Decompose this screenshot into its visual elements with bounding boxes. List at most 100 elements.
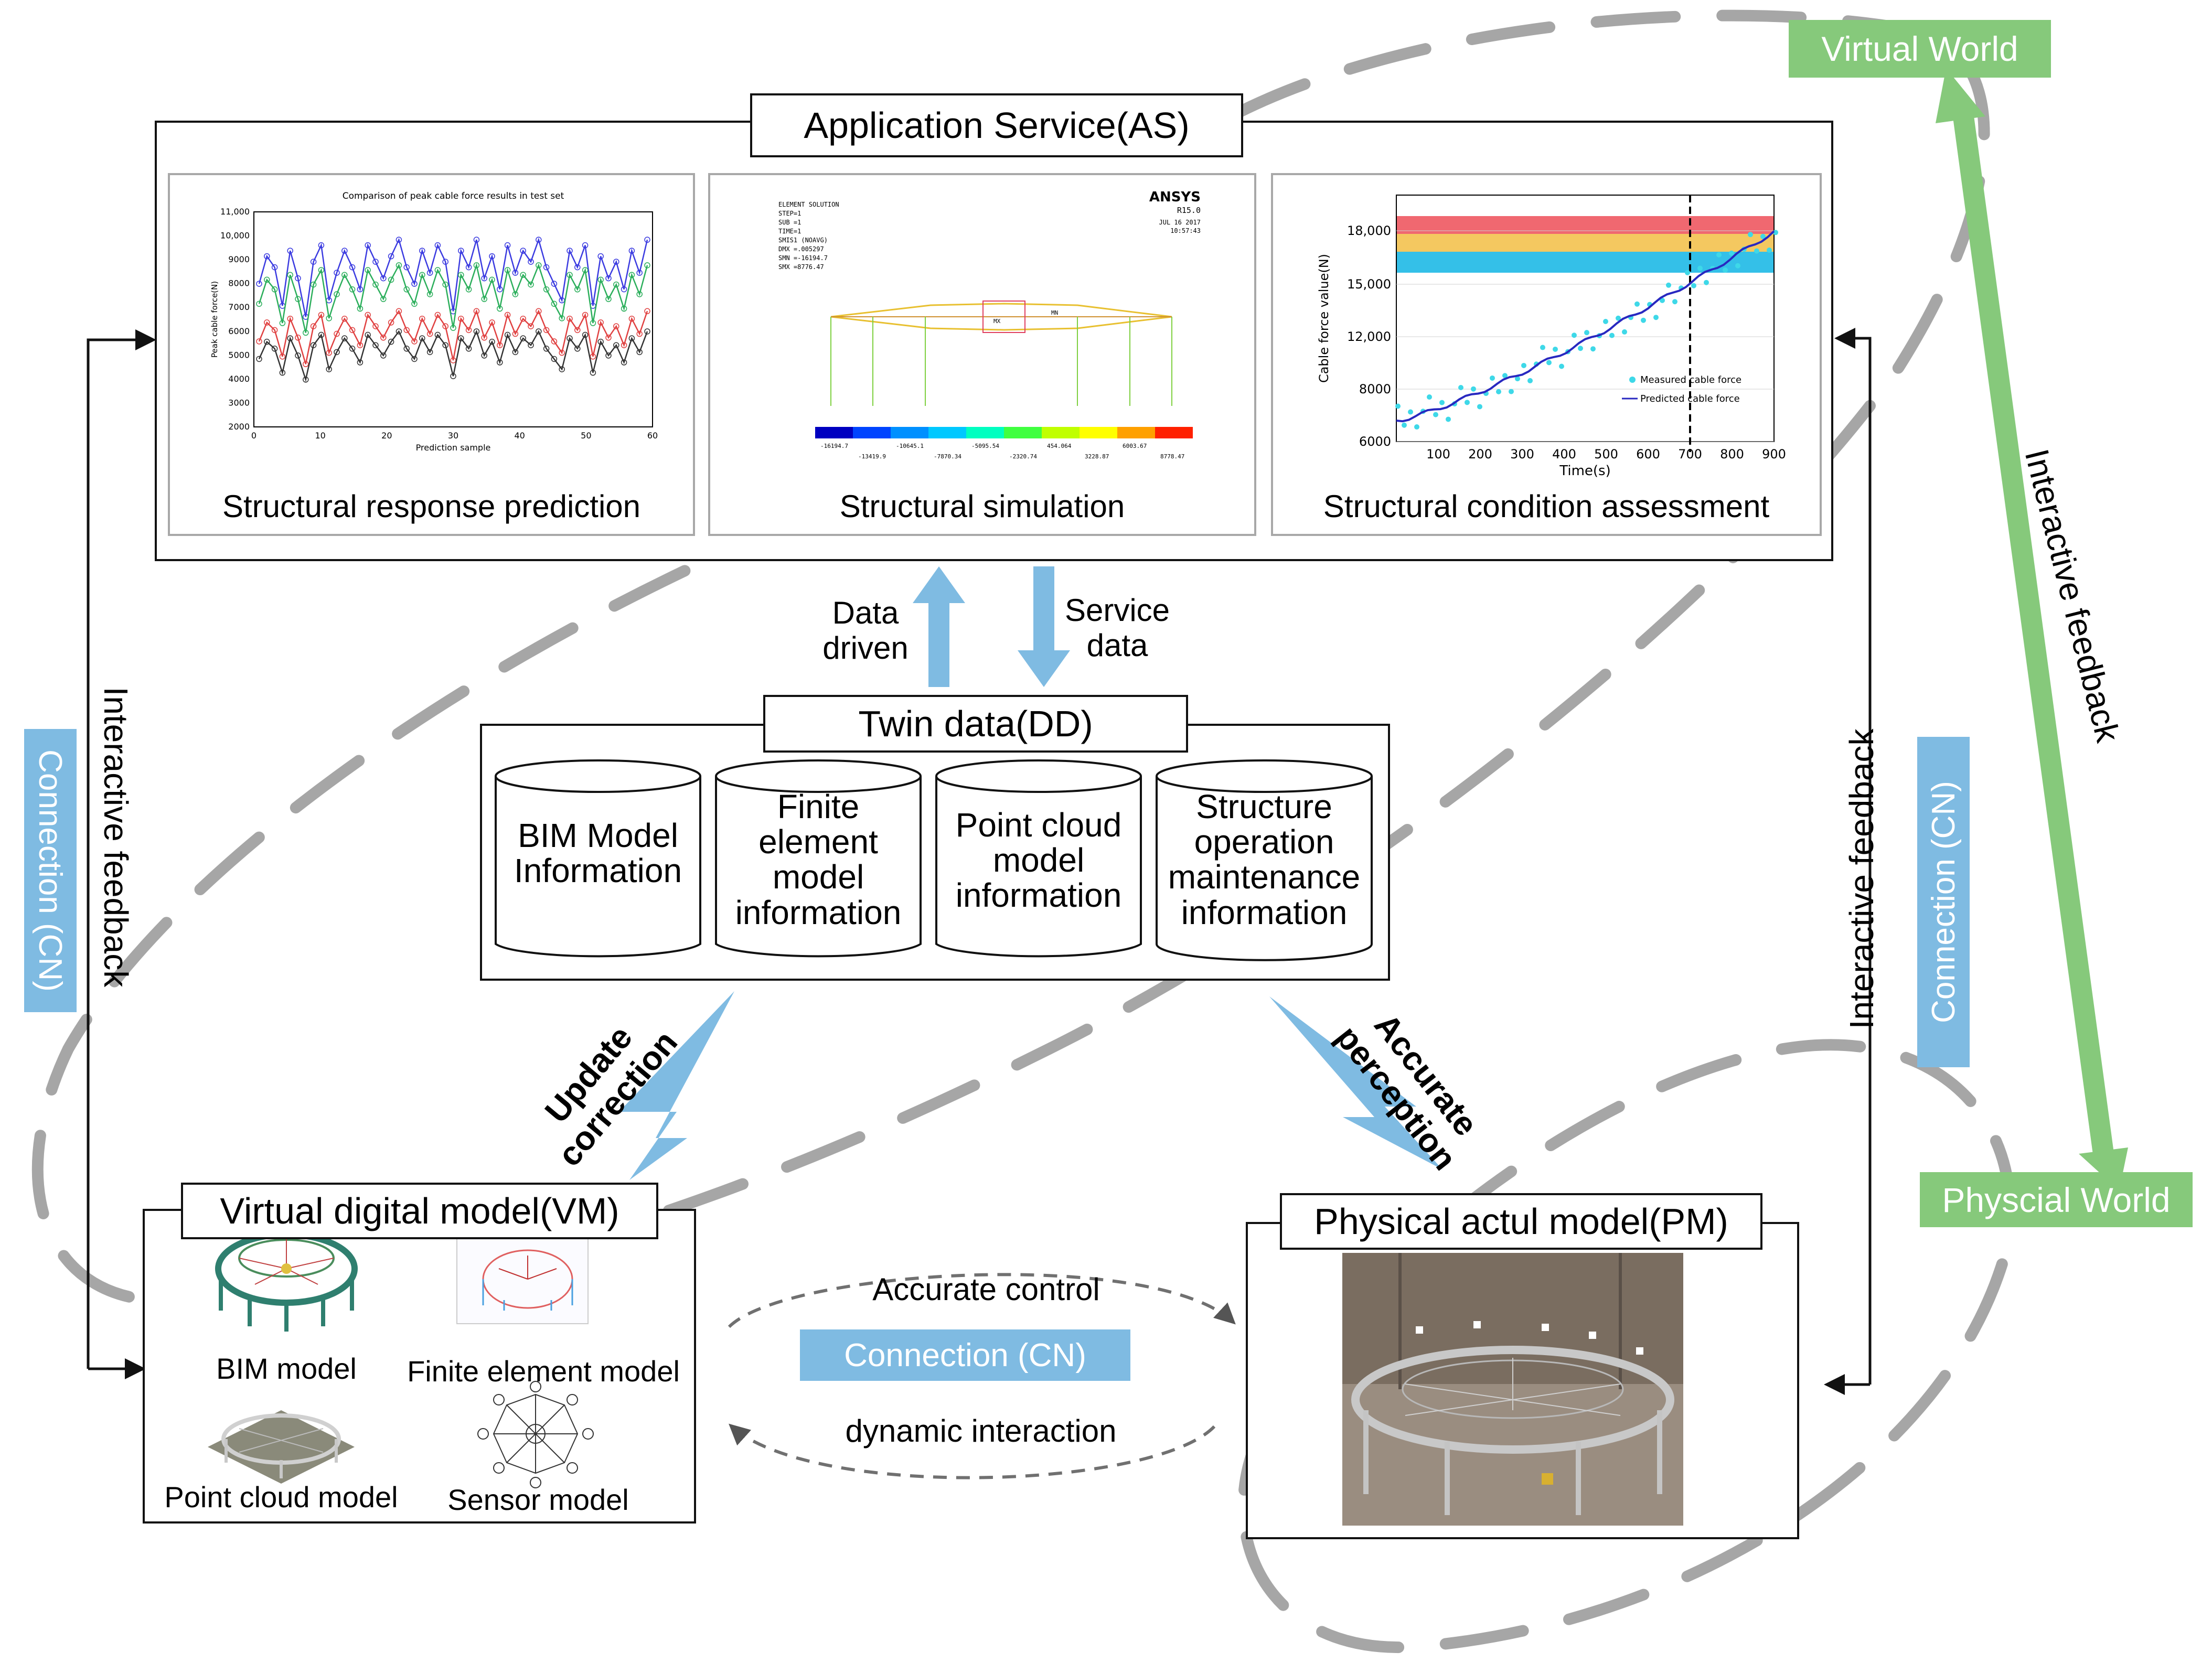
chart1-xtick: 0 (251, 431, 257, 441)
chart1-point (520, 335, 526, 341)
pointcloud-thumbnail (208, 1410, 355, 1484)
chart1-xtick: 50 (581, 431, 591, 441)
chart1-point (574, 346, 581, 352)
chart1-point (489, 338, 495, 345)
measured-point (1559, 363, 1564, 369)
chart1-point (520, 248, 526, 254)
chart1-point (271, 264, 278, 271)
chart1-point (318, 242, 325, 249)
chart1-point (481, 352, 487, 359)
predicted-line (1396, 230, 1775, 423)
chart1-point (543, 264, 550, 271)
ansys-info-line: SMN =-16194.7 (778, 254, 828, 262)
chart1-point (434, 267, 441, 273)
chart1-ylabel: Peak cable force(N) (210, 281, 219, 358)
chart1-point (504, 331, 511, 338)
virtual-model-title: Virtual digital model(VM) (181, 1183, 658, 1239)
measured-point (1395, 403, 1401, 409)
chart1-point (419, 272, 425, 278)
chart1-point (303, 329, 309, 336)
ansys-legend-bottom: 8778.47 (1160, 453, 1184, 460)
ansys-cable-top (830, 303, 1172, 318)
chart1-point (442, 259, 448, 265)
ansys-info-line: SUB =1 (778, 219, 801, 226)
chart1-ytick: 2000 (228, 422, 250, 432)
chart1-point (357, 359, 364, 366)
chart1-point (295, 296, 301, 302)
chart1-point (426, 291, 433, 297)
chart3-ytick: 12,000 (1347, 329, 1391, 344)
measured-point (1439, 400, 1445, 405)
measured-point (1767, 248, 1772, 253)
chart1-point (473, 262, 480, 269)
chart1-point (341, 248, 348, 254)
chart1-point (597, 253, 604, 260)
chart3-xlabel: Time(s) (1559, 463, 1610, 479)
application-service-title: Application Service(AS) (750, 93, 1243, 157)
virtual-model-box: BIM model Finite element model Point clo… (143, 1209, 696, 1523)
chart1-point (520, 272, 526, 278)
chart1-xtick: 40 (514, 431, 525, 441)
chart1-point (365, 242, 371, 249)
chart3-ytick: 8000 (1359, 382, 1391, 396)
chart1-point (481, 296, 487, 302)
chart1-point (287, 335, 293, 341)
chart1-point (559, 349, 565, 356)
twin-data-title: Twin data(DD) (763, 695, 1188, 753)
chart1-point (536, 328, 542, 335)
chart1-point (636, 349, 643, 356)
chart1-point (365, 267, 371, 273)
chart3-ytick: 6000 (1359, 434, 1391, 449)
chart1-point (388, 338, 394, 345)
cylinder-pointcloud: Point cloud model information (955, 806, 1122, 915)
chart1-point (605, 352, 612, 359)
legend-measured: Measured cable force (1640, 374, 1741, 385)
chart1-point (426, 330, 433, 337)
chart1-point (450, 325, 456, 331)
measured-point (1760, 233, 1766, 239)
measured-point (1584, 330, 1589, 336)
left-connector (87, 329, 156, 1379)
chart1-point (582, 267, 589, 273)
measured-point (1477, 404, 1482, 410)
ansys-legend-bottom: -2320.74 (1009, 453, 1037, 460)
chart1-point (489, 319, 495, 326)
chart1-point (605, 275, 612, 282)
chart1-point (628, 272, 635, 278)
chart1-point (497, 359, 503, 366)
chart1-point (388, 276, 394, 283)
chart1-point (582, 242, 589, 249)
ansys-legend-top: 6003.67 (1123, 443, 1147, 449)
sensor-model-label: Sensor model (447, 1483, 629, 1516)
ansys-legend-top: -16194.7 (820, 443, 848, 449)
legend-measured-marker (1629, 377, 1636, 383)
chart1-ytick: 7000 (228, 302, 250, 312)
chart1-point (419, 335, 425, 341)
chart1-point (621, 359, 627, 366)
chart1-point (574, 286, 581, 293)
physical-model-title: Physical actul model(PM) (1280, 1193, 1762, 1250)
chart1-point (644, 262, 650, 269)
chart1-ytick: 3000 (228, 398, 250, 407)
chart1-point (559, 315, 565, 321)
chart1-point (613, 323, 619, 329)
ansys-legend-swatch (966, 427, 1004, 438)
chart1-point (450, 373, 456, 379)
measured-point (1685, 270, 1690, 275)
chart1-point (442, 281, 448, 288)
cylinder-operation: Structure operation maintenance informat… (1168, 788, 1361, 931)
chart1-point (326, 366, 332, 372)
chart1-point (497, 286, 503, 293)
assessment-caption: Structural condition assessment (1323, 489, 1770, 524)
chart1-point (644, 237, 650, 243)
chart1-point (334, 330, 340, 337)
chart1-point (473, 237, 480, 243)
ansys-legend-swatch (928, 427, 966, 438)
fem-thumbnail (456, 1231, 589, 1324)
ansys-legend-bottom: 3228.87 (1085, 453, 1109, 460)
chart1-point (512, 330, 519, 337)
measured-point (1465, 400, 1470, 405)
measured-point (1427, 394, 1432, 400)
ansys-legend-swatch (853, 427, 891, 438)
